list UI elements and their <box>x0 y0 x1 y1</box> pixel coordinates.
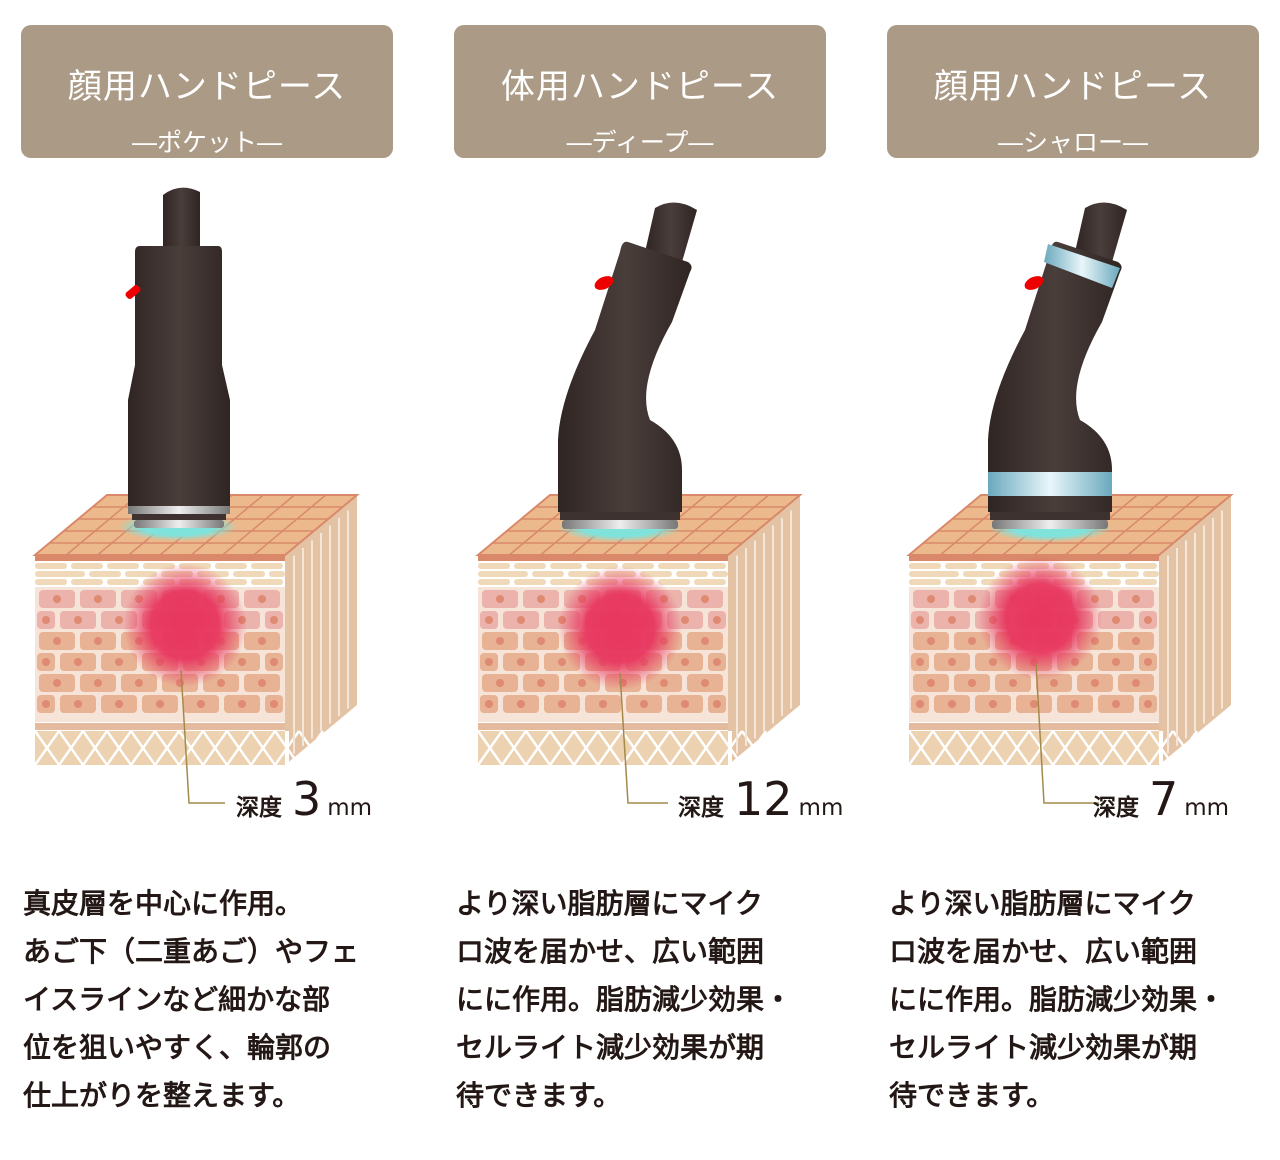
description: より深い脂肪層にマイク ロ波を届かせ、広い範囲 にに作用。脂肪減少効果・ セルラ… <box>456 880 836 1120</box>
handpiece-title: 体用ハンドピース <box>500 67 780 107</box>
depth-value: 12 <box>734 772 793 826</box>
description-line: 仕上がりを整えます。 <box>23 1079 301 1112</box>
handpiece-subtitle: ―ポケット― <box>131 128 282 157</box>
description-line: 待できます。 <box>456 1079 622 1112</box>
depth-leader-line <box>619 672 668 804</box>
handpiece-header: 顔用ハンドピース ―シャロー― <box>887 25 1259 158</box>
depth-unit: mm <box>798 795 844 821</box>
handpiece-icon <box>558 202 697 542</box>
description-line: セルライト減少効果が期 <box>889 1031 1198 1064</box>
description: より深い脂肪層にマイク ロ波を届かせ、広い範囲 にに作用。脂肪減少効果・ セルラ… <box>889 880 1269 1120</box>
description-line: あご下（二重あご）やフェ <box>23 935 360 968</box>
depth-label: 深度 <box>236 795 282 821</box>
depth-label: 深度 <box>1093 795 1139 821</box>
depth-leader-line <box>180 669 225 804</box>
depth-unit: mm <box>1184 795 1230 821</box>
depth-unit: mm <box>327 795 373 821</box>
handpiece-subtitle: ―シャロー― <box>997 128 1148 157</box>
depth-value: 7 <box>1149 772 1179 826</box>
description-line: ロ波を届かせ、広い範囲 <box>889 935 1198 968</box>
microwave-heat-zone <box>123 563 247 687</box>
description-line: より深い脂肪層にマイク <box>889 887 1196 920</box>
handpiece-header: 顔用ハンドピース ―ポケット― <box>21 25 393 158</box>
depth-leader-line <box>1035 662 1099 804</box>
depth-label: 深度 <box>678 795 724 821</box>
microwave-heat-zone <box>978 556 1102 680</box>
handpiece-title: 顔用ハンドピース <box>933 67 1213 107</box>
description-line: 真皮層を中心に作用。 <box>23 887 304 920</box>
handpiece-icon <box>118 187 238 541</box>
description-line: にに作用。脂肪減少効果・ <box>889 983 1226 1016</box>
description-line: 待できます。 <box>889 1079 1055 1112</box>
depth-value: 3 <box>292 772 322 826</box>
description: 真皮層を中心に作用。 あご下（二重あご）やフェ イスラインなど細かな部 位を狙い… <box>23 880 403 1120</box>
handpiece-header: 体用ハンドピース ―ディープ― <box>454 25 826 158</box>
description-line: イスラインなど細かな部 <box>23 983 331 1016</box>
description-line: セルライト減少効果が期 <box>456 1031 765 1064</box>
handpiece-title: 顔用ハンドピース <box>67 67 347 107</box>
handpiece-icon <box>988 202 1127 542</box>
microwave-heat-zone <box>558 566 682 690</box>
description-line: より深い脂肪層にマイク <box>456 887 763 920</box>
handpiece-subtitle: ―ディープ― <box>566 128 714 157</box>
illustration <box>32 187 1234 804</box>
description-line: 位を狙いやすく、輪郭の <box>23 1031 332 1064</box>
description-line: にに作用。脂肪減少効果・ <box>456 983 793 1016</box>
description-line: ロ波を届かせ、広い範囲 <box>456 935 765 968</box>
